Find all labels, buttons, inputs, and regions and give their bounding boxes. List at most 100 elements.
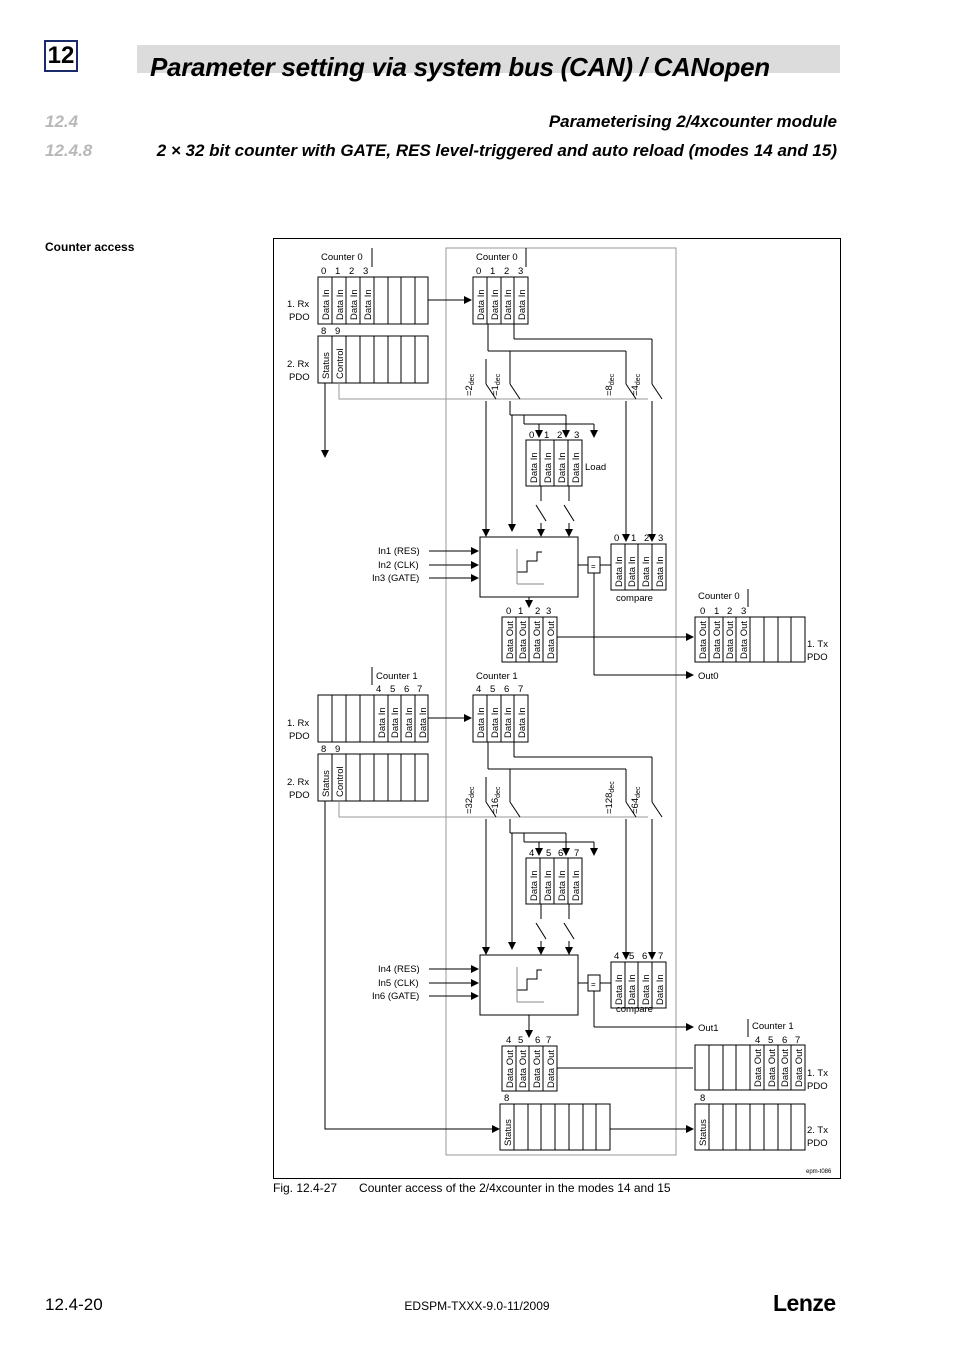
- counter-access-diagram: Counter 0 0 1 2 3 Data In Data In Data I…: [273, 238, 841, 1179]
- idx: 5: [490, 684, 495, 695]
- load-register-bottom: 4 5 6 7 Data In Data In Data In Data In: [525, 848, 583, 905]
- cell: Data In: [418, 707, 429, 738]
- subsection-title: 2 × 32 bit counter with GATE, RES level-…: [156, 141, 837, 160]
- idx: 0: [321, 266, 326, 277]
- rx-label: PDO: [289, 731, 310, 742]
- out1-label: Out1: [698, 1023, 719, 1034]
- idx: 4: [506, 1035, 511, 1046]
- data-out-counter1: 4 5 6 7 Data Out Data Out Data Out Data …: [501, 1035, 558, 1092]
- idx: 6: [535, 1035, 540, 1046]
- rx-label: 2. Rx: [287, 777, 309, 788]
- rx1-pdo-counter0: Counter 0 0 1 2 3 Data In Data In Data I…: [287, 248, 429, 325]
- section-number: 12.4: [45, 112, 79, 131]
- switch-label: =2: [464, 385, 475, 396]
- cell: Data Out: [505, 1050, 516, 1088]
- cell: Status: [321, 770, 332, 797]
- idx: 0: [700, 606, 705, 617]
- cell: Data In: [641, 556, 652, 587]
- cell: Status: [503, 1119, 514, 1146]
- tx1-pdo-counter0: Counter 0 0 1 2 3 Data Out Data Out Data…: [694, 589, 828, 663]
- rx2-pdo-counter1: 8 9 Status Control 2. Rx PDO: [287, 744, 429, 802]
- chapter-number: 12: [44, 40, 78, 72]
- cell: Data In: [390, 707, 401, 738]
- switch-unit: dec: [609, 373, 616, 385]
- idx: 5: [518, 1035, 523, 1046]
- page-title: Parameter setting via system bus (CAN) /…: [150, 52, 770, 82]
- idx: 7: [417, 684, 422, 695]
- svg-text:=128dec: =128dec: [604, 781, 616, 814]
- cell: Data In: [321, 289, 332, 320]
- idx: 7: [574, 848, 579, 859]
- rx-label: PDO: [289, 790, 310, 801]
- idx: 2: [557, 430, 562, 441]
- idx: 8: [700, 1093, 705, 1104]
- idx: 2: [644, 533, 649, 544]
- cell: Data In: [517, 289, 528, 320]
- cell: Data In: [655, 556, 666, 587]
- idx: 3: [363, 266, 368, 277]
- cell: Data In: [557, 870, 568, 901]
- input-label: In4 (RES): [378, 964, 420, 975]
- idx: 1: [714, 606, 719, 617]
- switch-unit: dec: [495, 786, 502, 798]
- counter0-label: Counter 0: [698, 591, 740, 602]
- cell: Data Out: [780, 1049, 791, 1087]
- rx-label: PDO: [289, 312, 310, 323]
- compare-register-bottom: 4 5 6 7 Data In Data In Data In Data In …: [610, 951, 667, 1015]
- rx1-pdo-counter1: Counter 1 4 5 6 7 Data In Data In Data I…: [287, 667, 429, 743]
- compare-label: compare: [616, 1004, 653, 1015]
- cell: Data In: [655, 974, 666, 1005]
- cell: Data In: [490, 707, 501, 738]
- counter0-label: Counter 0: [321, 252, 363, 263]
- idx: 0: [529, 430, 534, 441]
- cell: Data Out: [725, 621, 736, 659]
- idx: 8: [321, 326, 326, 337]
- cell: Data In: [490, 289, 501, 320]
- load-label: Load: [585, 462, 606, 473]
- cell: Data Out: [698, 621, 709, 659]
- switch-label: =8: [604, 385, 615, 396]
- rx-label: 1. Rx: [287, 718, 309, 729]
- counter1-label: Counter 1: [752, 1021, 794, 1032]
- input-label: In5 (CLK): [378, 978, 419, 989]
- idx: 9: [335, 744, 340, 755]
- idx: 8: [321, 744, 326, 755]
- rx-label: 1. Rx: [287, 299, 309, 310]
- idx: 3: [518, 266, 523, 277]
- compare-register-top: 0 1 2 3 Data In Data In Data In Data In …: [610, 533, 667, 604]
- tx1-pdo-counter1: Counter 1 4 5 6 7 Data Out Data Out Data…: [694, 1019, 828, 1092]
- brand-logo: Lenze: [773, 1290, 836, 1316]
- switch-label: =4: [630, 385, 641, 396]
- rx2-pdo-counter0: 8 9 Status Control 2. Rx PDO: [287, 326, 429, 384]
- cell: Data In: [571, 870, 582, 901]
- cell: Data In: [627, 974, 638, 1005]
- idx: 4: [755, 1035, 760, 1046]
- cell: Data In: [543, 452, 554, 483]
- cell: Data In: [503, 289, 514, 320]
- switch-unit: dec: [609, 781, 616, 793]
- module-boundary: [445, 247, 677, 1156]
- cell: Data In: [641, 974, 652, 1005]
- eq-label: =: [591, 980, 596, 989]
- idx: 6: [782, 1035, 787, 1046]
- switch-unit: dec: [635, 786, 642, 798]
- idx: 5: [768, 1035, 773, 1046]
- diagram-canvas: Counter 0 0 1 2 3 Data In Data In Data I…: [287, 247, 832, 1175]
- idx: 5: [546, 848, 551, 859]
- svg-text:=64dec: =64dec: [630, 786, 642, 814]
- tx-label: PDO: [807, 652, 828, 663]
- cell: Data Out: [532, 1050, 543, 1088]
- out0-label: Out0: [698, 671, 719, 682]
- svg-text:=32dec: =32dec: [464, 786, 476, 814]
- idx: 1: [631, 533, 636, 544]
- cell: Data In: [627, 556, 638, 587]
- input-label: In2 (CLK): [378, 560, 419, 571]
- side-label: Counter access: [45, 240, 135, 254]
- svg-text:=4dec: =4dec: [630, 373, 642, 396]
- cell: Status: [698, 1119, 709, 1146]
- idx: 4: [476, 684, 481, 695]
- input-label: In3 (GATE): [372, 573, 419, 584]
- cell: Data In: [614, 556, 625, 587]
- idx: 4: [529, 848, 534, 859]
- idx: 2: [504, 266, 509, 277]
